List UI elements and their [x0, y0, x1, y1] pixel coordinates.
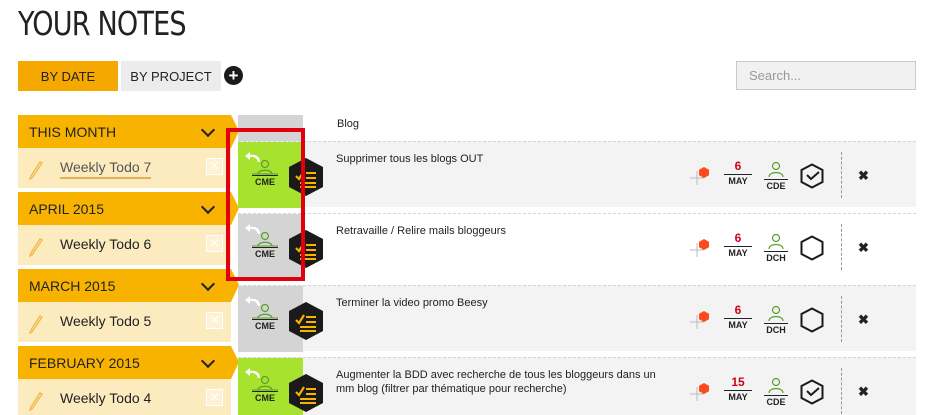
person-icon	[252, 231, 278, 247]
row-divider	[841, 296, 842, 342]
chevron-down-icon	[200, 199, 216, 215]
add-note-button[interactable]: +	[224, 66, 243, 85]
person-icon	[768, 233, 784, 250]
month-header-february-2015[interactable]: FEBRUARY 2015	[18, 346, 239, 379]
status-hex-icon[interactable]	[800, 307, 824, 333]
task-row[interactable]: CME Retravaille / Relire mails bloggeurs…	[238, 213, 916, 280]
owner-code: CME	[252, 247, 278, 259]
row-divider	[841, 152, 842, 198]
status-hex-icon[interactable]	[800, 163, 824, 189]
priority-hex-icon[interactable]	[690, 164, 712, 186]
search-input[interactable]	[736, 61, 916, 90]
priority-hex-icon[interactable]	[690, 236, 712, 258]
close-icon[interactable]: ✕	[206, 312, 223, 329]
due-month: MAY	[724, 318, 752, 330]
note-label: Weekly Todo 7	[60, 159, 152, 179]
assignee-code: CDE	[764, 179, 788, 191]
row-divider	[841, 368, 842, 414]
month-header-march-2015[interactable]: MARCH 2015	[18, 269, 239, 302]
chevron-down-icon	[200, 276, 216, 292]
assignee[interactable]: CDE	[764, 160, 788, 194]
row-divider	[841, 224, 842, 270]
checklist-hex-icon[interactable]	[288, 157, 324, 197]
undo-icon[interactable]	[244, 366, 264, 380]
person-icon	[252, 303, 278, 319]
task-row[interactable]: CME Augmenter la BDD avec recherche de t…	[238, 357, 916, 415]
note-item[interactable]: Weekly Todo 5 ✕	[18, 302, 231, 342]
assignee-code: CDE	[764, 395, 788, 407]
assignee[interactable]: DCH	[764, 232, 788, 266]
note-label: Weekly Todo 4	[60, 390, 152, 406]
due-month: MAY	[724, 390, 752, 402]
due-date[interactable]: 6 MAY	[724, 304, 752, 330]
owner-column-strip	[238, 115, 303, 143]
task-row[interactable]: CME Terminer la video promo Beesy 6 MAY …	[238, 285, 916, 352]
assignee[interactable]: CDE	[764, 376, 788, 410]
month-label: THIS MONTH	[29, 123, 117, 140]
month-label: FEBRUARY 2015	[29, 354, 140, 371]
close-icon[interactable]: ✕	[206, 235, 223, 252]
delete-icon[interactable]: ✖	[858, 384, 869, 399]
undo-icon[interactable]	[244, 222, 264, 236]
delete-icon[interactable]: ✖	[858, 312, 869, 327]
pencil-icon	[28, 315, 44, 334]
pencil-icon	[28, 392, 44, 411]
person-icon	[252, 375, 278, 391]
note-item[interactable]: Weekly Todo 4 ✕	[18, 379, 231, 415]
note-item[interactable]: Weekly Todo 6 ✕	[18, 225, 231, 265]
chevron-down-icon	[200, 122, 216, 138]
priority-hex-icon[interactable]	[690, 308, 712, 330]
person-icon	[252, 159, 278, 175]
month-header-april-2015[interactable]: APRIL 2015	[18, 192, 239, 225]
delete-icon[interactable]: ✖	[858, 240, 869, 255]
due-day: 6	[734, 159, 742, 173]
status-hex-icon[interactable]	[800, 235, 824, 261]
note-item[interactable]: Weekly Todo 7 ✕	[18, 148, 231, 188]
chevron-down-icon	[200, 353, 216, 369]
owner-code: CME	[252, 175, 278, 187]
delete-icon[interactable]: ✖	[858, 168, 869, 183]
assignee-code: DCH	[764, 251, 788, 263]
due-date[interactable]: 15 MAY	[724, 376, 752, 402]
checklist-hex-icon[interactable]	[288, 229, 324, 269]
status-hex-icon[interactable]	[800, 379, 824, 405]
due-day: 15	[731, 375, 745, 389]
close-icon[interactable]: ✕	[206, 389, 223, 406]
pencil-icon	[28, 238, 44, 257]
priority-hex-icon[interactable]	[690, 380, 712, 402]
task-text[interactable]: Terminer la video promo Beesy	[336, 297, 488, 309]
pencil-icon	[28, 161, 44, 180]
assignee-code: DCH	[764, 323, 788, 335]
tab-by-project[interactable]: BY PROJECT	[121, 61, 221, 91]
checklist-hex-icon[interactable]	[288, 373, 324, 413]
task-text[interactable]: Augmenter la BDD avec recherche de tous …	[336, 369, 656, 395]
month-label: MARCH 2015	[29, 277, 116, 294]
task-text[interactable]: Retravaille / Relire mails bloggeurs	[336, 225, 506, 237]
note-label: Weekly Todo 5	[60, 313, 152, 329]
month-label: APRIL 2015	[29, 200, 104, 217]
tab-by-date[interactable]: BY DATE	[18, 61, 118, 91]
due-month: MAY	[724, 246, 752, 258]
undo-icon[interactable]	[244, 150, 264, 164]
checklist-hex-icon[interactable]	[288, 301, 324, 341]
undo-icon[interactable]	[244, 294, 264, 308]
page-title: YOUR NOTES	[18, 4, 187, 43]
assignee[interactable]: DCH	[764, 304, 788, 338]
task-row[interactable]: CME Supprimer tous les blogs OUT 6 MAY C…	[238, 141, 916, 208]
due-date[interactable]: 6 MAY	[724, 232, 752, 258]
due-day: 6	[734, 231, 742, 245]
due-date[interactable]: 6 MAY	[724, 160, 752, 186]
person-icon	[768, 377, 784, 394]
due-day: 6	[734, 303, 742, 317]
owner-code: CME	[252, 391, 278, 403]
owner-code: CME	[252, 319, 278, 331]
task-text[interactable]: Supprimer tous les blogs OUT	[336, 153, 484, 165]
person-icon	[768, 161, 784, 178]
person-icon	[768, 305, 784, 322]
due-month: MAY	[724, 174, 752, 186]
close-icon[interactable]: ✕	[206, 158, 223, 175]
month-header-this-month[interactable]: THIS MONTH	[18, 115, 239, 148]
note-label: Weekly Todo 6	[60, 236, 152, 252]
column-header: Blog	[337, 118, 360, 130]
